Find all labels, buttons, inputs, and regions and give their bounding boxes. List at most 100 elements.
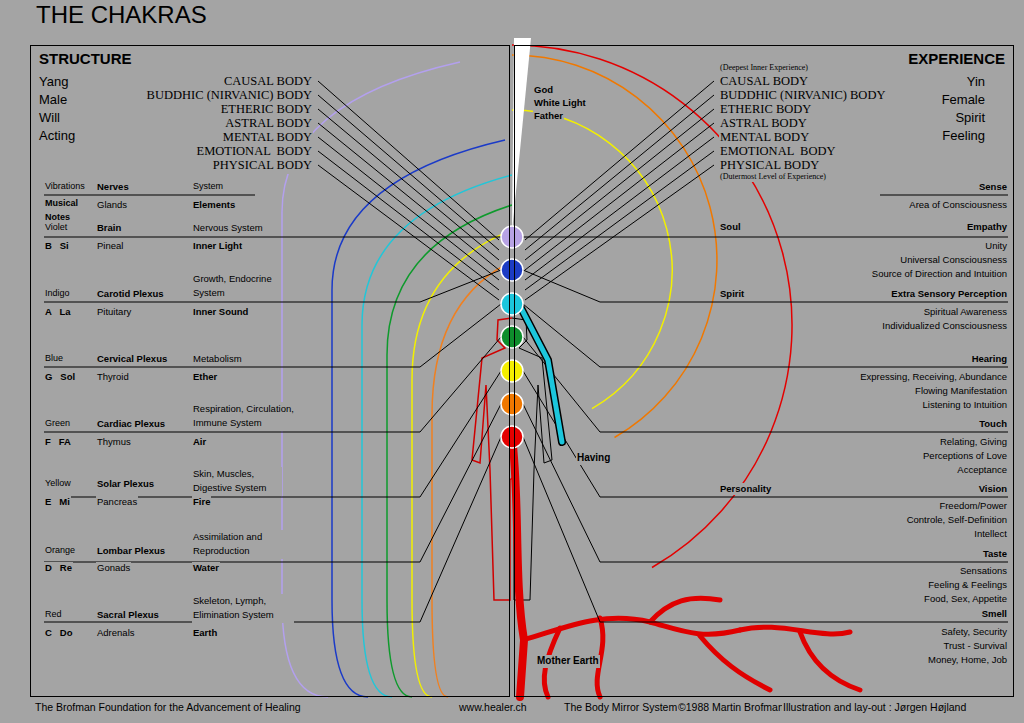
chart-label: Thymus bbox=[96, 436, 132, 448]
chart-label: Food, Sex, Appetite bbox=[923, 593, 1008, 605]
chart-label: Red bbox=[44, 609, 63, 620]
chart-label: Unity bbox=[984, 240, 1008, 252]
chart-label: Flowing Manifestation bbox=[914, 385, 1008, 397]
chart-label: Lombar Plexus bbox=[96, 545, 166, 557]
chart-label: Smell bbox=[981, 608, 1008, 620]
chart-label: D Re bbox=[44, 562, 73, 574]
chart-label: Perceptions of Love bbox=[922, 450, 1008, 462]
chart-label: Illustration and lay-out : Jørgen Højlan… bbox=[782, 701, 967, 714]
chart-label: Carotid Plexus bbox=[96, 288, 165, 300]
chart-label: Personality bbox=[719, 483, 772, 495]
chart-label: Brain bbox=[96, 222, 122, 234]
chart-label: Pituitary bbox=[96, 306, 132, 318]
chart-label: Empathy bbox=[966, 221, 1008, 233]
chart-label: Female bbox=[941, 92, 986, 108]
chart-label: Inner Sound bbox=[192, 306, 249, 318]
chart-label: Inner Light bbox=[192, 240, 243, 252]
chart-label: Male bbox=[38, 92, 68, 108]
chart-label: Respiration, Circulation, Immune System bbox=[192, 402, 329, 431]
chart-label: Sensations bbox=[959, 565, 1008, 577]
earth-root bbox=[740, 627, 850, 634]
chart-label: F FA bbox=[44, 436, 72, 448]
chart-label: Glands bbox=[96, 199, 128, 211]
chart-label: Musical Notes bbox=[44, 197, 88, 224]
earth-root bbox=[700, 636, 770, 690]
chart-label: Cervical Plexus bbox=[96, 353, 168, 365]
header-line bbox=[880, 195, 1008, 196]
chart-label: Area of Consciousness bbox=[908, 199, 1008, 211]
chart-label: The Body Mirror System bbox=[563, 701, 678, 714]
chart-label: Intellect bbox=[973, 528, 1008, 540]
chart-label: Pineal bbox=[96, 240, 124, 252]
chart-label: Solar Plexus bbox=[96, 478, 155, 490]
row-line bbox=[523, 337, 1008, 432]
chart-label: Nerves bbox=[96, 181, 130, 193]
chart-label: Acting bbox=[38, 128, 76, 144]
chart-label: (Deepest Inner Experience) bbox=[719, 63, 809, 73]
row-line bbox=[44, 371, 501, 497]
row-line bbox=[44, 304, 501, 367]
aura-outline bbox=[412, 230, 512, 697]
row-line bbox=[523, 304, 1008, 367]
chart-label: Thyroid bbox=[96, 371, 130, 383]
row-line bbox=[44, 337, 501, 432]
chart-label: Acceptance bbox=[956, 464, 1008, 476]
having-arm bbox=[521, 308, 562, 442]
chart-label: Trust - Survival bbox=[942, 640, 1008, 652]
leader-line bbox=[525, 165, 714, 300]
chart-label: The Brofman Foundation for the Advanceme… bbox=[34, 701, 302, 714]
chakra-circle bbox=[501, 226, 523, 248]
title: THE CHAKRAS bbox=[36, 1, 207, 29]
chart-label: Expressing, Receiving, Abundance bbox=[859, 371, 1008, 383]
chart-label: God bbox=[533, 84, 554, 96]
earth-root bbox=[650, 598, 720, 622]
aura-outline bbox=[332, 140, 505, 697]
row-line bbox=[523, 404, 1008, 562]
chart-label: Air bbox=[192, 436, 207, 448]
chart-label: G Sol bbox=[44, 371, 76, 383]
chart-label: E Mi bbox=[44, 496, 71, 508]
chart-label: Having bbox=[576, 452, 611, 465]
chart-label: Cardiac Plexus bbox=[96, 418, 166, 430]
chakra-circle bbox=[501, 393, 523, 415]
chart-label: Gonads bbox=[96, 562, 131, 574]
row-line bbox=[44, 237, 501, 238]
row-line bbox=[523, 437, 1008, 622]
chart-label: Extra Sensory Perception bbox=[890, 288, 1008, 300]
chart-label: Source of Direction and Intuition bbox=[871, 268, 1008, 280]
chart-label: Relating, Giving bbox=[939, 436, 1008, 448]
chart-label: Hearing bbox=[971, 353, 1008, 365]
leader-line bbox=[525, 151, 714, 290]
chart-label: Money, Home, Job bbox=[927, 654, 1008, 666]
chart-label: Spirit bbox=[954, 110, 986, 126]
chakra-circle bbox=[501, 326, 523, 348]
chart-label: Vision bbox=[978, 483, 1008, 495]
leader-line bbox=[525, 109, 714, 260]
chart-label: Adrenals bbox=[96, 627, 136, 639]
chart-label: ©1988 Martin Brofman bbox=[677, 701, 785, 714]
earth-root bbox=[800, 632, 860, 690]
leader-line bbox=[525, 81, 714, 240]
chart-label: Listening to Intuition bbox=[921, 399, 1008, 411]
aura-arc bbox=[512, 110, 672, 409]
chart-label: (Dutermost Level of Experience) bbox=[719, 172, 827, 182]
chart-label: www.healer.ch bbox=[458, 701, 528, 714]
leader-line bbox=[318, 151, 499, 290]
chart-label: System bbox=[192, 181, 224, 192]
leader-line bbox=[525, 95, 714, 250]
chart-label: Safety, Security bbox=[940, 626, 1008, 638]
chart-label: Vibrations bbox=[44, 181, 86, 192]
chart-label: Sacral Plexus bbox=[96, 609, 160, 621]
chart-label: Will bbox=[38, 110, 61, 126]
chart-label: Pancreas bbox=[96, 496, 138, 508]
body-figure bbox=[472, 318, 512, 600]
chakra-circle bbox=[501, 259, 523, 281]
chart-label: Universal Consciousness bbox=[899, 254, 1008, 266]
leader-line bbox=[318, 123, 499, 270]
chart-label: Yang bbox=[38, 74, 69, 90]
chart-label: Controle, Self-Definition bbox=[906, 514, 1008, 526]
chart-label: Orange bbox=[44, 545, 76, 556]
chart-label: Skin, Muscles, Digestive System bbox=[192, 467, 282, 496]
leader-line bbox=[318, 81, 499, 240]
leader-line bbox=[318, 95, 499, 250]
